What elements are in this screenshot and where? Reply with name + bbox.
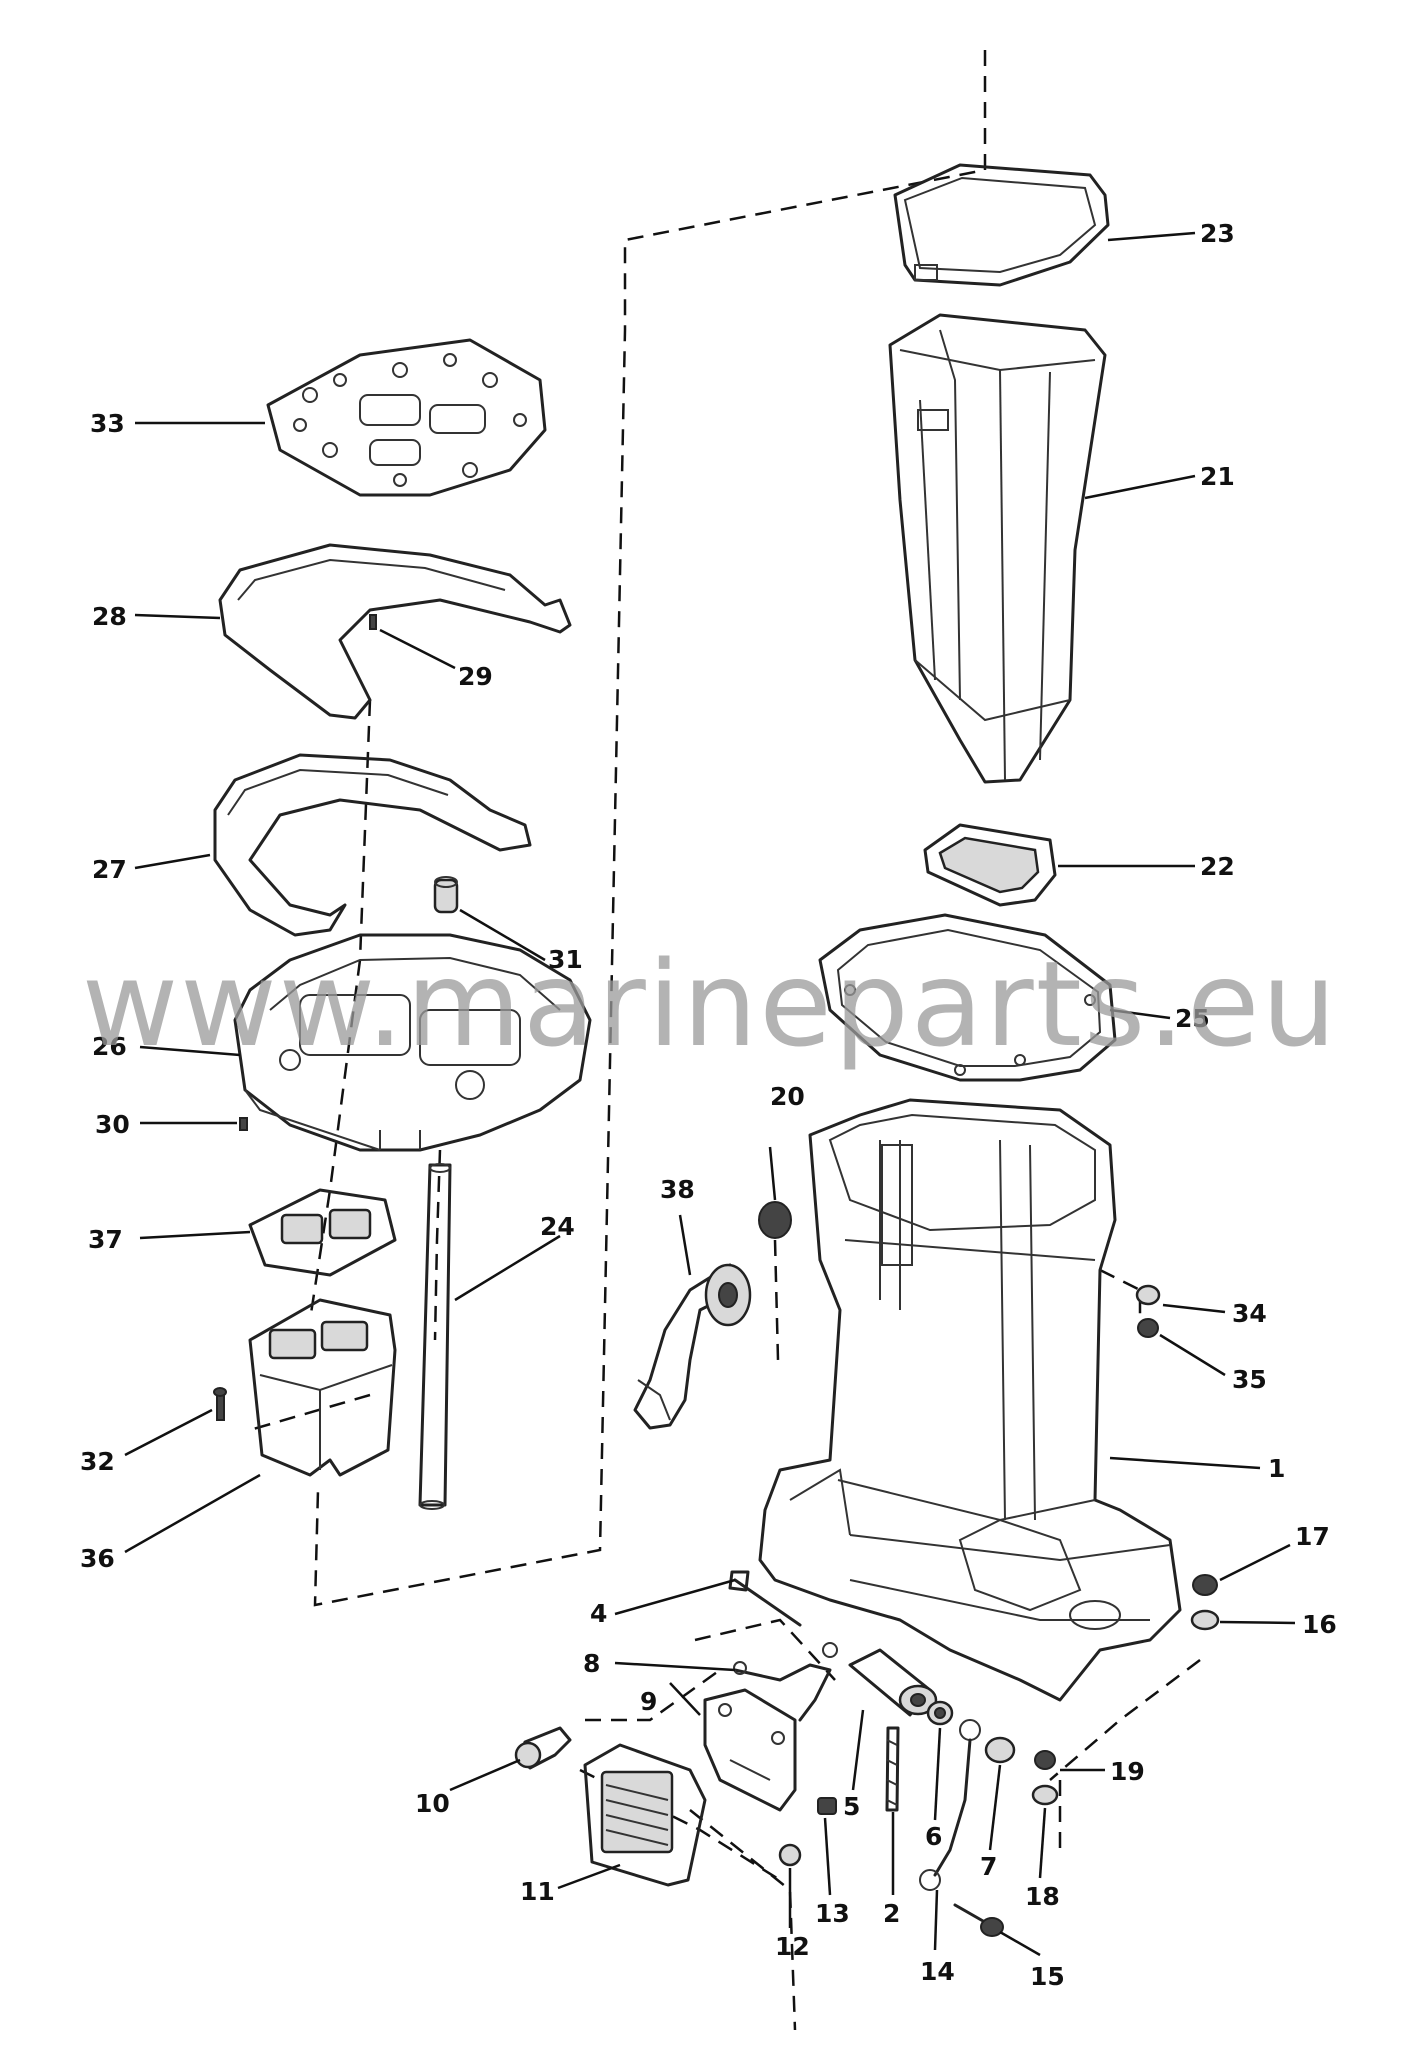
part-4-screw	[728, 1570, 802, 1627]
callout-2: 2	[883, 1899, 900, 1928]
part-36-exhaust-relief-housing	[248, 1298, 397, 1477]
part-20-grommet	[758, 1201, 792, 1239]
part-37-exhaust-gasket	[248, 1188, 397, 1277]
part-21-upper-housing	[888, 313, 1107, 784]
part-28-seal-ring	[218, 543, 572, 720]
part-13-nut	[817, 1797, 837, 1815]
callout-7: 7	[980, 1852, 997, 1881]
callout-12: 12	[775, 1932, 810, 1961]
part-6-washer	[926, 1700, 954, 1726]
callout-21: 21	[1200, 462, 1235, 491]
callout-20: 20	[770, 1082, 805, 1111]
part-12-screw	[778, 1843, 802, 1867]
callout-33: 33	[90, 409, 125, 438]
part-10-plug	[514, 1726, 572, 1770]
leader-lines	[124, 231, 1296, 1957]
part-34-washer	[1135, 1284, 1161, 1306]
part-27-rubber-seal	[213, 753, 532, 937]
watermark-text: www.marineparts.eu	[81, 935, 1339, 1073]
callout-29: 29	[458, 662, 493, 691]
callout-1: 1	[1268, 1454, 1285, 1483]
callout-6: 6	[925, 1822, 942, 1851]
part-15-screw	[953, 1903, 1004, 1937]
part-25-gasket	[818, 913, 1117, 1082]
callout-38: 38	[660, 1175, 695, 1204]
callout-22: 22	[1200, 852, 1235, 881]
callout-32: 32	[80, 1447, 115, 1476]
part-7-nut	[984, 1736, 1016, 1764]
part-14-ground-strap	[919, 1719, 981, 1891]
callout-27: 27	[92, 855, 127, 884]
callout-14: 14	[920, 1957, 955, 1986]
part-38-exhaust-tube	[633, 1263, 752, 1430]
part-24-driveshaft	[418, 1163, 452, 1510]
part-16-washer	[1190, 1609, 1220, 1631]
callout-10: 10	[415, 1789, 450, 1818]
part-23-top-gasket	[893, 163, 1110, 287]
part-1-driveshaft-housing	[758, 1098, 1182, 1702]
callout-24: 24	[540, 1212, 575, 1241]
callout-13: 13	[815, 1899, 850, 1928]
part-29-pin	[369, 614, 377, 630]
part-8-ground-wire	[733, 1642, 838, 1722]
callout-16: 16	[1302, 1610, 1337, 1639]
part-26-adaptor-plate	[233, 933, 592, 1152]
callout-4: 4	[590, 1599, 607, 1628]
callout-37: 37	[88, 1225, 123, 1254]
callout-26: 26	[92, 1032, 127, 1061]
part-33-adaptor-plate-gasket	[266, 338, 547, 497]
callout-35: 35	[1232, 1365, 1267, 1394]
callout-31: 31	[548, 945, 583, 974]
callout-labels: 23 21 22 25 1 34 35 17 16 19 18 7 6 2 5 …	[80, 219, 1337, 1991]
callout-18: 18	[1025, 1882, 1060, 1911]
part-30-dowel	[239, 1117, 248, 1131]
callout-23: 23	[1200, 219, 1235, 248]
callout-34: 34	[1232, 1299, 1267, 1328]
callout-28: 28	[92, 602, 127, 631]
callout-25: 25	[1175, 1004, 1210, 1033]
part-11-cover-plate	[583, 1743, 707, 1887]
callout-17: 17	[1295, 1522, 1330, 1551]
part-35-nut	[1137, 1318, 1159, 1338]
part-2-stud	[885, 1726, 900, 1812]
part-31-bushing	[433, 876, 459, 914]
callout-19: 19	[1110, 1757, 1145, 1786]
part-17-nut	[1192, 1574, 1218, 1596]
callout-30: 30	[95, 1110, 130, 1139]
part-22-seal	[923, 823, 1057, 907]
callout-36: 36	[80, 1544, 115, 1573]
callout-5: 5	[843, 1792, 860, 1821]
assembly-guide-lines	[249, 50, 1201, 2031]
part-32-screw	[213, 1387, 227, 1421]
callout-8: 8	[583, 1649, 600, 1678]
part-18-washer	[1031, 1784, 1059, 1806]
callout-9: 9	[640, 1687, 657, 1716]
part-5-solenoid	[848, 1648, 938, 1717]
part-9-mount-bracket	[703, 1688, 797, 1812]
callout-11: 11	[520, 1877, 555, 1906]
callout-15: 15	[1030, 1962, 1065, 1991]
part-19-nut	[1034, 1750, 1056, 1770]
